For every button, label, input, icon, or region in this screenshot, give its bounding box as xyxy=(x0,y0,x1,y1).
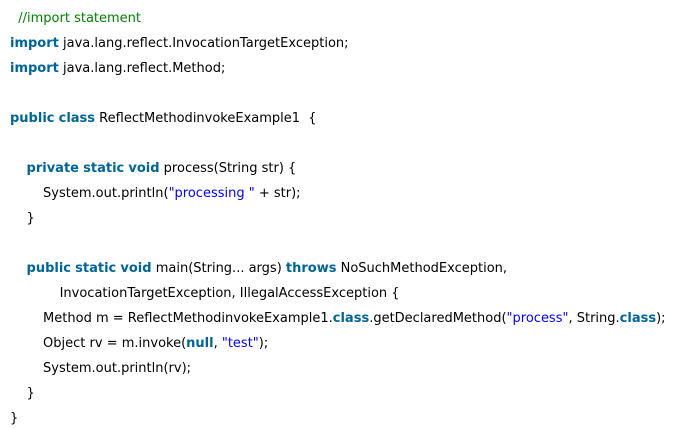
code-text: process(String str) { xyxy=(159,161,297,176)
code-line: System.out.println("processing " + str); xyxy=(10,185,301,203)
code-keyword: private xyxy=(26,161,79,176)
code-line: } xyxy=(10,385,35,403)
code-keyword: static xyxy=(83,161,125,176)
code-string: "test" xyxy=(221,336,259,351)
code-text: , xyxy=(213,336,222,351)
code-line: public class ReflectMethodinvokeExample1… xyxy=(10,110,317,128)
code-keyword: throws xyxy=(285,261,337,276)
code-line: InvocationTargetException, IllegalAccess… xyxy=(10,285,400,303)
code-line: import java.lang.reflect.Method; xyxy=(10,60,225,78)
code-text xyxy=(10,261,27,276)
code-line: System.out.println(rv); xyxy=(10,360,191,378)
code-line: public static void main(String... args) … xyxy=(10,260,508,278)
code-string: "process" xyxy=(506,311,569,326)
code-text: , String. xyxy=(568,311,620,326)
code-line: } xyxy=(10,210,35,228)
code-keyword: import xyxy=(10,61,59,76)
code-line: import java.lang.reflect.InvocationTarge… xyxy=(10,35,349,53)
code-keyword: class xyxy=(58,111,96,126)
code-string: "processing " xyxy=(168,186,255,201)
code-text: InvocationTargetException, IllegalAccess… xyxy=(10,286,400,301)
code-text xyxy=(10,161,27,176)
code-text: java.lang.reflect.InvocationTargetExcept… xyxy=(58,36,349,51)
code-text: } xyxy=(10,211,35,226)
code-text: System.out.println(rv); xyxy=(10,361,192,376)
code-line: //import statement xyxy=(10,10,141,28)
code-keyword: void xyxy=(120,261,152,276)
code-text: ReflectMethodinvokeExample1 { xyxy=(95,111,317,126)
code-text: Method m = ReflectMethodinvokeExample1. xyxy=(10,311,333,326)
code-keyword: class xyxy=(619,311,657,326)
code-keyword: void xyxy=(128,161,160,176)
code-text: Object rv = m.invoke( xyxy=(10,336,187,351)
code-text: java.lang.reflect.Method; xyxy=(58,61,226,76)
code-line: private static void process(String str) … xyxy=(10,160,297,178)
code-keyword: public xyxy=(10,111,55,126)
code-keyword: static xyxy=(75,261,117,276)
code-text: ); xyxy=(258,336,269,351)
code-keyword: class xyxy=(332,311,370,326)
code-text: .getDeclaredMethod( xyxy=(369,311,507,326)
code-line: Object rv = m.invoke(null, "test"); xyxy=(10,335,268,353)
code-text: + str); xyxy=(254,186,301,201)
code-keyword: null xyxy=(186,336,214,351)
code-text: } xyxy=(10,411,19,426)
code-text: System.out.println( xyxy=(10,186,169,201)
code-comment: //import statement xyxy=(18,11,142,26)
code-text: ); xyxy=(656,311,666,326)
code-text: main(String... args) xyxy=(151,261,286,276)
code-line: } xyxy=(10,410,18,428)
code-keyword: public xyxy=(26,261,72,276)
code-line: Method m = ReflectMethodinvokeExample1.c… xyxy=(10,310,666,328)
code-text: NoSuchMethodException, xyxy=(336,261,508,276)
code-text: } xyxy=(10,386,35,401)
code-keyword: import xyxy=(10,36,59,51)
